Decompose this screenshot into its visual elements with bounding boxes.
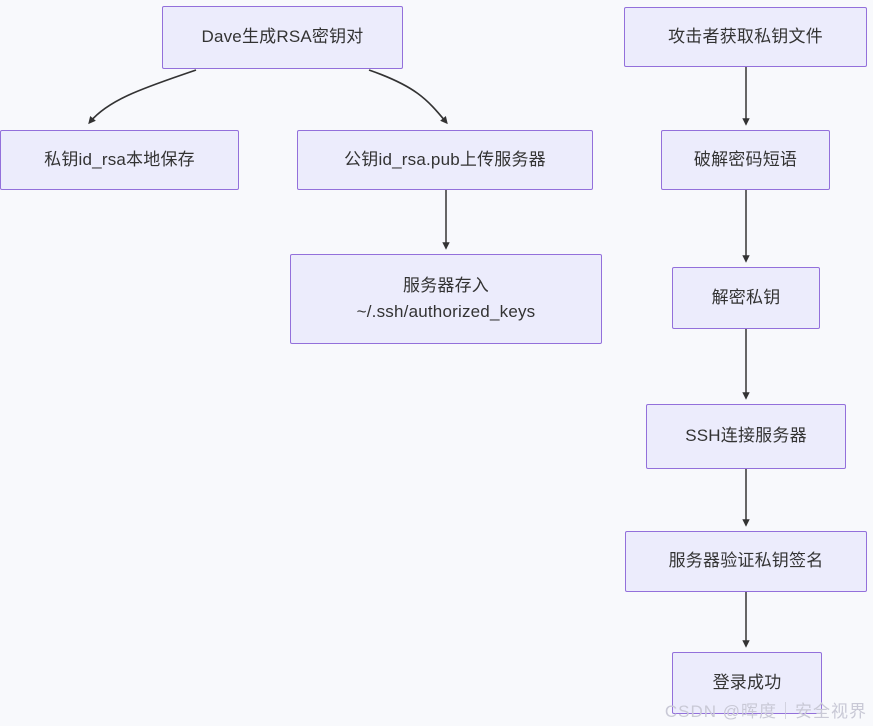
node-crack-passphrase[interactable]: 破解密码短语	[661, 130, 830, 190]
node-authorized-keys[interactable]: 服务器存入 ~/.ssh/authorized_keys	[290, 254, 602, 344]
node-decrypt-private-key[interactable]: 解密私钥	[672, 267, 820, 329]
node-ssh-connect[interactable]: SSH连接服务器	[646, 404, 846, 469]
node-label: 攻击者获取私钥文件	[668, 26, 823, 46]
node-label-line2: ~/.ssh/authorized_keys	[356, 302, 536, 321]
node-label: SSH连接服务器	[685, 426, 807, 446]
node-label: 解密私钥	[711, 287, 781, 307]
watermark: CSDN @晖度｜安全视界	[664, 702, 867, 721]
node-login-success[interactable]: 登录成功	[672, 652, 822, 714]
edge-keygen-to-pubkey	[368, 69, 448, 125]
edge-keygen-to-privkey	[88, 69, 197, 125]
node-label: Dave生成RSA密钥对	[201, 27, 364, 47]
node-label: 私钥id_rsa本地保存	[44, 149, 195, 169]
node-private-key-local[interactable]: 私钥id_rsa本地保存	[0, 130, 239, 190]
node-label: 服务器验证私钥签名	[668, 551, 824, 571]
node-label: 破解密码短语	[693, 149, 798, 169]
node-attacker-obtains-key[interactable]: 攻击者获取私钥文件	[624, 7, 867, 67]
node-label: 服务器存入	[403, 275, 489, 295]
node-server-verify-signature[interactable]: 服务器验证私钥签名	[625, 531, 867, 592]
node-label: 公钥id_rsa.pub上传服务器	[344, 149, 546, 169]
node-label: 登录成功	[712, 672, 782, 692]
node-public-key-upload[interactable]: 公钥id_rsa.pub上传服务器	[297, 130, 593, 190]
node-keygen[interactable]: Dave生成RSA密钥对	[162, 6, 403, 69]
